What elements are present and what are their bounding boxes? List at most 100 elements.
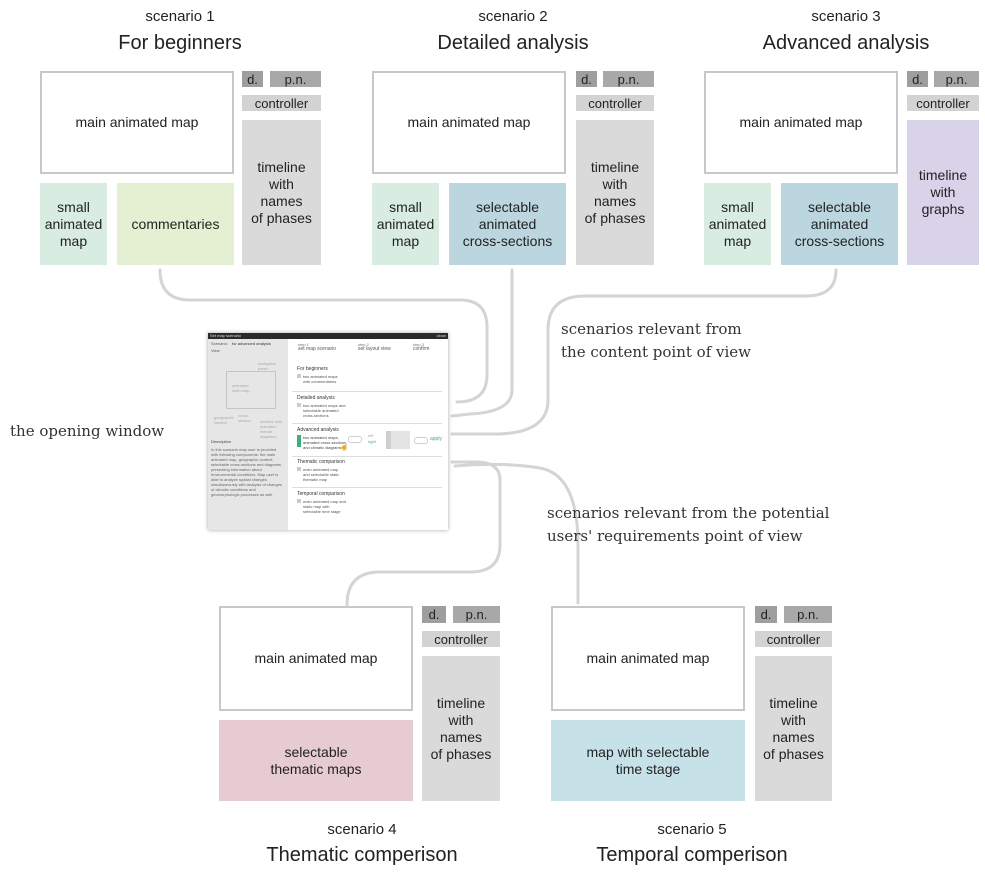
- scenario-number: scenario 3: [811, 8, 881, 25]
- layout-preview-panel: [386, 431, 391, 449]
- controller-box: controller: [755, 631, 832, 647]
- wireframe-label: navigation panel: [258, 361, 277, 371]
- arrow-shape: [348, 436, 362, 443]
- main-animated-map-box: main animated map: [40, 71, 234, 174]
- small-animated-map-box: small animated map: [40, 183, 107, 265]
- step-1-label: step 1: [298, 342, 309, 347]
- option-number-selected: [297, 435, 301, 447]
- option-title: Detailed analysis: [297, 395, 335, 401]
- option-number: [297, 403, 301, 407]
- scenario-number: scenario 1: [145, 8, 215, 25]
- pn-box: p.n.: [934, 71, 979, 87]
- timeline-box: timeline with names of phases: [755, 656, 832, 801]
- option-description: two animated maps, animated cross-sectio…: [303, 435, 347, 450]
- arrow-shape: [414, 437, 428, 444]
- main-animated-map-box: main animated map: [704, 71, 898, 174]
- cursor-hand-icon: ☝: [340, 444, 349, 451]
- option-title: For beginners: [297, 366, 328, 372]
- d-box: d.: [755, 606, 777, 623]
- scenario-title: Temporal comperison: [596, 844, 788, 866]
- wireframe-label: animated main map: [232, 383, 250, 393]
- connector-scenario-2: [450, 268, 514, 418]
- controller-box: controller: [576, 95, 654, 111]
- controller-box: controller: [907, 95, 979, 111]
- step-1-title: set map scenario: [298, 346, 337, 352]
- layout-right-option[interactable]: right: [368, 439, 376, 444]
- option-number: [297, 374, 301, 378]
- pn-box: p.n.: [453, 606, 500, 623]
- pn-box: p.n.: [784, 606, 832, 623]
- pn-box: p.n.: [270, 71, 321, 87]
- step-3-title: confirm: [413, 346, 430, 352]
- option-title: Thematic comparison: [297, 459, 345, 465]
- wireframe-label: geographic context: [214, 415, 234, 425]
- cross-sections-box: selectable animated cross-sections: [781, 183, 898, 265]
- step-2-label: step 2: [358, 342, 369, 347]
- wireframe-label: cross-section: [238, 413, 251, 423]
- view-label: View: [211, 348, 220, 353]
- main-animated-map-box: main animated map: [551, 606, 745, 711]
- timeline-box: timeline with graphs: [907, 120, 979, 265]
- divider: [292, 423, 442, 424]
- option-description: two animated maps with commentaries: [303, 374, 338, 384]
- divider: [292, 487, 442, 488]
- connector-scenario-5: [453, 462, 580, 605]
- scenario-value: for advanced analysis: [232, 341, 271, 346]
- layout-preview: [386, 431, 410, 449]
- d-box: d.: [576, 71, 597, 87]
- scenario-label: Scenario:: [211, 341, 228, 346]
- cross-sections-box: selectable animated cross-sections: [449, 183, 566, 265]
- opening-window-note: the opening window: [10, 422, 165, 440]
- option-description: main animated map and static map with se…: [303, 499, 346, 514]
- step-2-title: set layout view: [358, 346, 391, 352]
- content-note: scenarios relevant from the content poin…: [561, 320, 752, 361]
- window-title-bar: Set map scenario close: [208, 333, 448, 339]
- option-number: [297, 467, 301, 471]
- users-note: scenarios relevant from the potential us…: [547, 504, 830, 545]
- window-close-button[interactable]: close: [436, 333, 446, 338]
- main-animated-map-box: main animated map: [219, 606, 413, 711]
- timeline-box: timeline with names of phases: [576, 120, 654, 265]
- main-animated-map-box: main animated map: [372, 71, 566, 174]
- timeline-box: timeline with names of phases: [422, 656, 500, 801]
- option-number: [297, 499, 301, 503]
- scenario-title: Thematic comperison: [266, 844, 458, 866]
- pn-box: p.n.: [603, 71, 654, 87]
- d-box: d.: [242, 71, 263, 87]
- step-3-label: step 3: [413, 342, 424, 347]
- option-title: Advanced analysis: [297, 427, 339, 433]
- divider: [292, 456, 442, 457]
- thematic-maps-box: selectable thematic maps: [219, 720, 413, 801]
- description-text: In this scenario map user is provided wi…: [211, 447, 282, 497]
- small-animated-map-box: small animated map: [704, 183, 771, 265]
- wireframe-label: timeline with animated mental diagrams: [260, 419, 283, 439]
- description-heading: Description: [211, 439, 232, 444]
- window-title: Set map scenario: [210, 333, 242, 338]
- scenario-number: scenario 5: [657, 821, 727, 838]
- divider: [292, 391, 442, 392]
- controller-box: controller: [242, 95, 321, 111]
- opening-window: Set map scenario close Scenario: for adv…: [208, 333, 448, 530]
- commentaries-box: commentaries: [117, 183, 234, 265]
- wireframe-main-map: [226, 371, 276, 409]
- connector-scenario-1: [158, 268, 489, 404]
- scenario-title: For beginners: [118, 32, 242, 54]
- d-box: d.: [907, 71, 928, 87]
- d-box: d.: [422, 606, 446, 623]
- option-description: main animated map and selectable static …: [303, 467, 340, 482]
- preview-panel: Scenario: for advanced analysis View nav…: [208, 339, 288, 530]
- scenario-title: Detailed analysis: [437, 32, 589, 54]
- scenario-number: scenario 4: [327, 821, 397, 838]
- connector-scenario-3: [450, 268, 838, 436]
- scenario-title: Advanced analysis: [762, 32, 930, 54]
- controller-box: controller: [422, 631, 500, 647]
- apply-button[interactable]: apply: [430, 436, 442, 442]
- scenario-number: scenario 2: [478, 8, 548, 25]
- small-animated-map-box: small animated map: [372, 183, 439, 265]
- option-description: two animated maps and selectable animate…: [303, 403, 346, 418]
- layout-left-option[interactable]: left: [368, 433, 374, 438]
- timeline-box: timeline with names of phases: [242, 120, 321, 265]
- option-title: Temporal comparison: [297, 491, 345, 497]
- time-stage-map-box: map with selectable time stage: [551, 720, 745, 801]
